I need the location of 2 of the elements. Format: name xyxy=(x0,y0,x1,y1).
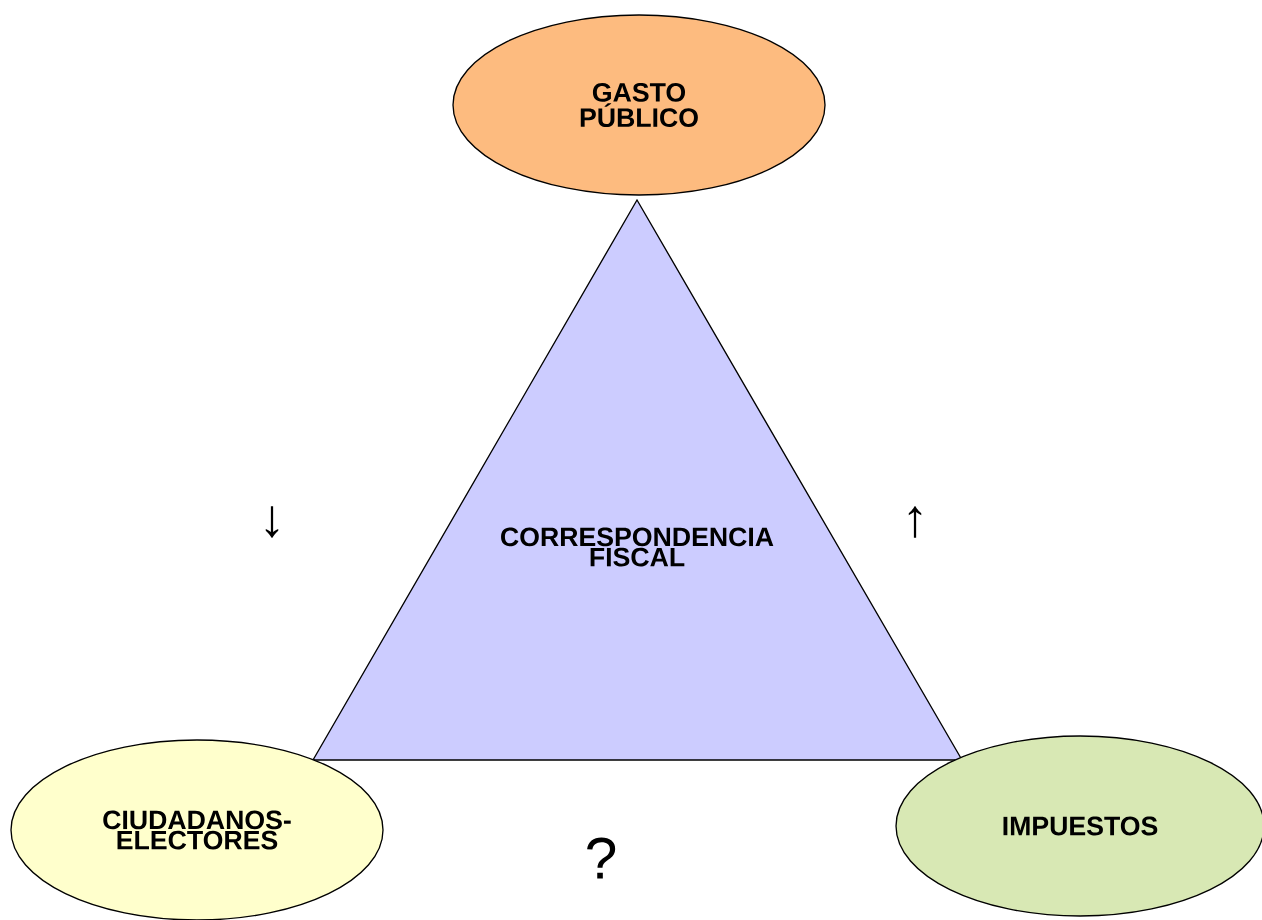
symbol: ? xyxy=(587,837,616,879)
symbol: ↑ xyxy=(908,506,922,538)
